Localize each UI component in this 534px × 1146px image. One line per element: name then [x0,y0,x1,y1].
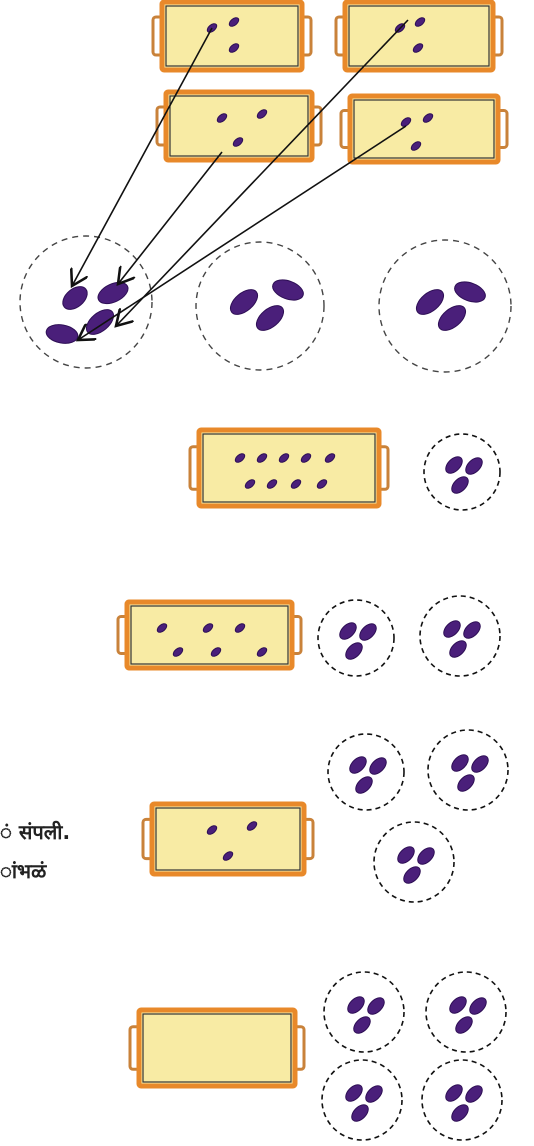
jamun-bean [447,994,470,1017]
jamun-bean [441,618,464,641]
tray-base [127,602,292,668]
jamun-bean [453,1014,476,1037]
jamun-bean [443,454,466,477]
group-circle-3 [379,240,511,372]
jamun-bean [449,474,472,497]
jamun-bean [467,995,490,1018]
tray-base [152,804,304,874]
group-scene-5-3 [374,822,454,902]
jamun-bean [365,995,388,1018]
group-scene-6-3 [322,1060,402,1140]
jamun-bean [455,772,478,795]
group-circle-outline [426,972,506,1052]
group-circle-outline [374,822,454,902]
jamun-bean [252,301,288,335]
tray-base [162,2,302,70]
group-scene-5-2 [428,730,508,810]
group-circle-outline [328,734,404,810]
jamun-bean [353,774,376,797]
tray-base [350,96,498,162]
group-circle-outline [428,730,508,810]
tray-top-left [153,2,311,70]
group-circle-1 [20,236,152,368]
tray-scene-4 [118,602,301,668]
jamun-bean [449,1102,472,1125]
group-circle-outline [379,240,511,372]
group-circle-outline [318,600,394,676]
tray-base [345,2,493,70]
jamun-bean [347,754,370,777]
tray-top-right [336,2,502,70]
group-circle-outline [422,1060,502,1140]
group-scene-6-1 [324,972,404,1052]
jamun-bean [367,755,390,778]
tray-base [166,92,312,160]
jamun-bean [351,1014,374,1037]
group-scene-5-1 [328,734,404,810]
group-circle-outline [420,596,500,676]
group-scene-3-1 [424,434,500,510]
jamun-bean [452,278,488,306]
jamun-bean [45,322,80,345]
group-circle-outline [424,434,500,510]
jamun-bean [401,864,424,887]
jamun-bean [349,1102,372,1125]
jamun-bean [443,1082,466,1105]
group-scene-4-2 [420,596,500,676]
jamun-bean [226,285,262,319]
jamun-bean [363,1083,386,1106]
group-scene-6-4 [422,1060,502,1140]
jamun-bean [357,621,380,644]
jamun-bean [395,844,418,867]
tray-scene-6 [130,1010,304,1086]
jamun-bean [461,619,484,642]
group-scene-4-1 [318,600,394,676]
tray-mid-left [157,92,321,160]
group-circle-2 [196,242,324,370]
group-circle-outline [20,236,152,368]
jamun-bean [463,455,486,478]
text-line-2: ांभळं [0,857,46,884]
tray-scene-3 [190,430,388,506]
tray-base [139,1010,295,1086]
group-circle-outline [324,972,404,1052]
group-circle-outline [322,1060,402,1140]
jamun-bean [415,845,438,868]
group-circle-outline [196,242,324,370]
tray-base [199,430,379,506]
jamun-bean [270,276,306,304]
tray-scene-5 [143,804,313,874]
jamun-bean [447,638,470,661]
jamun-bean [449,752,472,775]
group-scene-6-2 [426,972,506,1052]
jamun-bean [463,1083,486,1106]
jamun-bean [58,282,91,314]
jamun-bean [343,640,366,663]
jamun-bean [95,278,132,308]
jamun-bean [345,994,368,1017]
jamun-bean [337,620,360,643]
jamun-bean [469,753,492,776]
text-line-1: ं संपली. [0,818,70,845]
jamun-bean [343,1082,366,1105]
